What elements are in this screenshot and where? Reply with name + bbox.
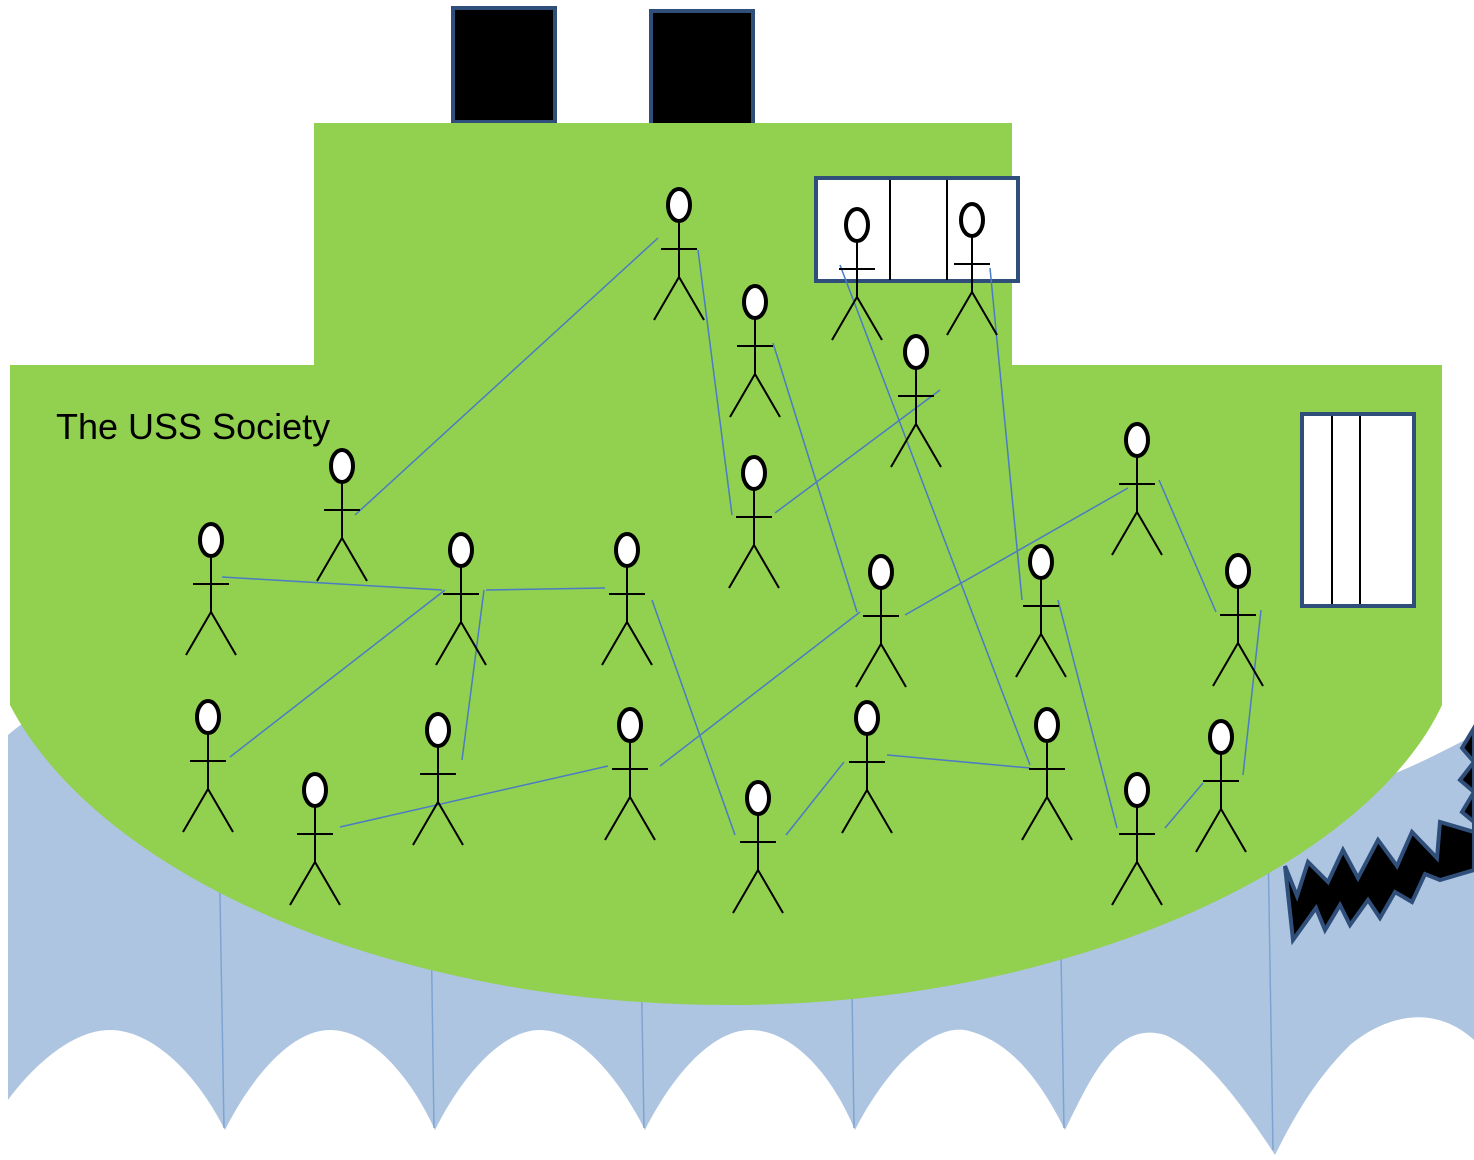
connection-line: [229, 589, 446, 758]
stick-figure-icon: [946, 202, 998, 336]
ship-title: The USS Society: [56, 406, 330, 447]
connection-line: [1158, 479, 1217, 613]
person-head: [1028, 544, 1054, 580]
person-body: [841, 735, 893, 834]
stick-figure-icon: [289, 772, 341, 906]
stick-figure-icon: [1015, 544, 1067, 678]
connection-line: [461, 589, 485, 761]
connection-line: [772, 342, 858, 613]
person-body: [412, 747, 464, 846]
ship-hull: [10, 123, 1442, 1005]
person-body: [1021, 742, 1073, 841]
person-head: [844, 207, 870, 243]
stick-figure-icon: [1111, 422, 1163, 556]
person-head: [741, 455, 767, 491]
stick-figure-icon: [890, 334, 942, 468]
stick-figure-icon: [316, 448, 368, 582]
person-body: [1212, 588, 1264, 687]
connection-line: [221, 576, 443, 591]
person-head: [614, 532, 640, 568]
person-body: [185, 557, 237, 656]
person-body: [831, 242, 883, 341]
person-head: [1124, 772, 1150, 808]
connection-line: [886, 754, 1031, 769]
side-door-frame: [1300, 412, 1416, 608]
person-body: [289, 807, 341, 906]
person-head: [742, 284, 768, 320]
crowd: [182, 187, 1264, 914]
person-body: [890, 369, 942, 468]
person-head: [959, 202, 985, 238]
connection-line: [904, 487, 1129, 616]
stick-figure-icon: [729, 284, 781, 418]
connection-line: [1242, 609, 1262, 776]
stick-figure-icon: [412, 712, 464, 846]
stick-figure-icon: [855, 554, 907, 688]
connection-line: [785, 761, 845, 836]
person-head: [1124, 422, 1150, 458]
person-body: [732, 815, 784, 914]
person-head: [1225, 553, 1251, 589]
smokestack-left: [451, 6, 557, 124]
stick-figure-icon: [728, 455, 780, 589]
person-body: [728, 490, 780, 589]
stick-figure-icon: [1195, 719, 1247, 853]
person-head: [329, 448, 355, 484]
person-body: [604, 742, 656, 841]
person-body: [653, 222, 705, 321]
person-head: [1034, 707, 1060, 743]
stick-figure-icon: [653, 187, 705, 321]
stick-figure-icon: [604, 707, 656, 841]
connection-line: [485, 587, 606, 591]
stick-figure-icon: [601, 532, 653, 666]
connection-line: [774, 389, 941, 514]
person-body: [729, 319, 781, 418]
person-body: [1015, 579, 1067, 678]
connection-line: [1057, 599, 1118, 829]
person-body: [1195, 754, 1247, 853]
stick-figure-icon: [1021, 707, 1073, 841]
person-head: [195, 699, 221, 735]
person-body: [316, 483, 368, 582]
stick-figure-icon: [182, 699, 234, 833]
person-body: [855, 589, 907, 688]
stick-figure-icon: [435, 532, 487, 666]
stick-figure-icon: [1212, 553, 1264, 687]
person-head: [448, 532, 474, 568]
stick-figure-icon: [185, 522, 237, 656]
person-head: [854, 700, 880, 736]
person-head: [198, 522, 224, 558]
stick-figure-icon: [841, 700, 893, 834]
connection-line: [659, 611, 861, 767]
connection-line: [697, 249, 733, 516]
connection-line: [989, 267, 1023, 601]
smokestack-right: [649, 9, 755, 127]
person-body: [435, 567, 487, 666]
connection-line: [839, 264, 1031, 766]
spiky-rock-icon: [1283, 724, 1474, 946]
person-head: [617, 707, 643, 743]
connection-line: [354, 237, 659, 516]
person-head: [302, 772, 328, 808]
person-head: [745, 780, 771, 816]
person-head: [666, 187, 692, 223]
person-body: [946, 237, 998, 336]
stick-figure-icon: [732, 780, 784, 914]
stick-figure-icon: [1111, 772, 1163, 906]
person-body: [1111, 457, 1163, 556]
person-body: [182, 734, 234, 833]
person-body: [601, 567, 653, 666]
person-body: [1111, 807, 1163, 906]
connection-line: [339, 765, 609, 828]
side-door: [1300, 412, 1416, 608]
connection-line: [1164, 782, 1204, 829]
person-head: [1208, 719, 1234, 755]
person-head: [868, 554, 894, 590]
stick-figure-icon: [831, 207, 883, 341]
person-head: [425, 712, 451, 748]
network-connections: [221, 237, 1262, 836]
person-head: [903, 334, 929, 370]
connection-line: [651, 599, 736, 836]
